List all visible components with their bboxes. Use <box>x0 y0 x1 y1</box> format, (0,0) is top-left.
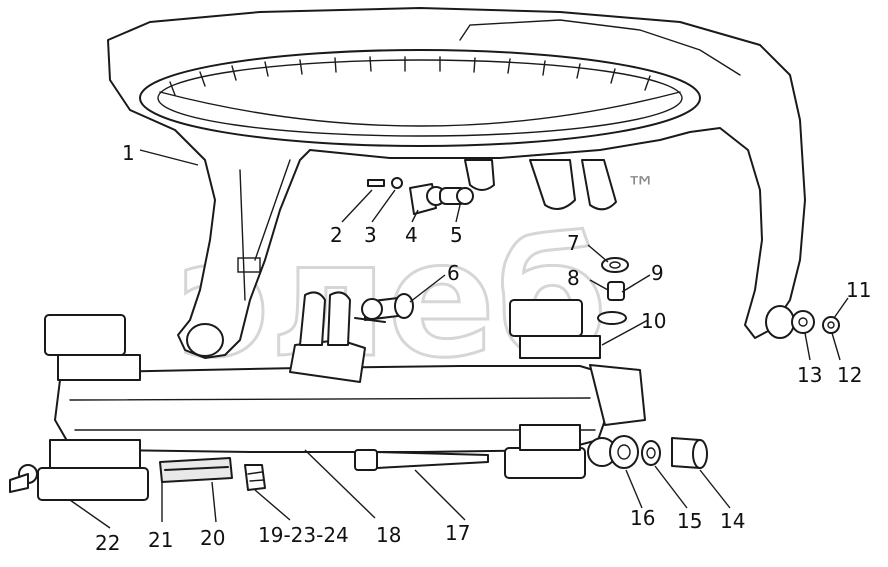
saddle-end-washers <box>791 310 840 334</box>
plate-parts <box>159 457 266 491</box>
callout-10: 10 <box>641 309 666 333</box>
long-pin-part <box>354 449 489 471</box>
callout-21: 21 <box>148 528 173 552</box>
saddle-plate-part <box>107 7 806 359</box>
callout-20: 20 <box>200 526 225 550</box>
axle-frame-part <box>9 291 646 501</box>
callout-4: 4 <box>405 223 418 247</box>
callout-6: 6 <box>447 261 460 285</box>
callout-17: 17 <box>445 521 470 545</box>
callout-15: 15 <box>677 509 702 533</box>
callout-18: 18 <box>376 523 401 547</box>
callout-labels: 1 2 3 4 5 6 7 8 9 10 11 12 13 14 15 16 1… <box>95 141 871 555</box>
callout-16: 16 <box>630 506 655 530</box>
watermark-trademark: ™ <box>626 171 656 206</box>
callout-7: 7 <box>567 231 580 255</box>
callout-5: 5 <box>450 223 463 247</box>
callout-13: 13 <box>797 363 822 387</box>
callout-8: 8 <box>567 266 580 290</box>
pin-and-washer-parts <box>354 177 474 323</box>
callout-12: 12 <box>837 363 862 387</box>
callout-11: 11 <box>846 278 871 302</box>
callout-9: 9 <box>651 261 664 285</box>
axle-end-parts <box>609 435 708 469</box>
callout-14: 14 <box>720 509 745 533</box>
bracket-fastener-parts <box>597 257 629 325</box>
callout-1: 1 <box>122 141 135 165</box>
callout-3: 3 <box>364 223 377 247</box>
callout-19-23-24: 19-23-24 <box>258 523 349 547</box>
callout-2: 2 <box>330 223 343 247</box>
leader-lines <box>69 149 849 529</box>
callout-22: 22 <box>95 531 120 555</box>
